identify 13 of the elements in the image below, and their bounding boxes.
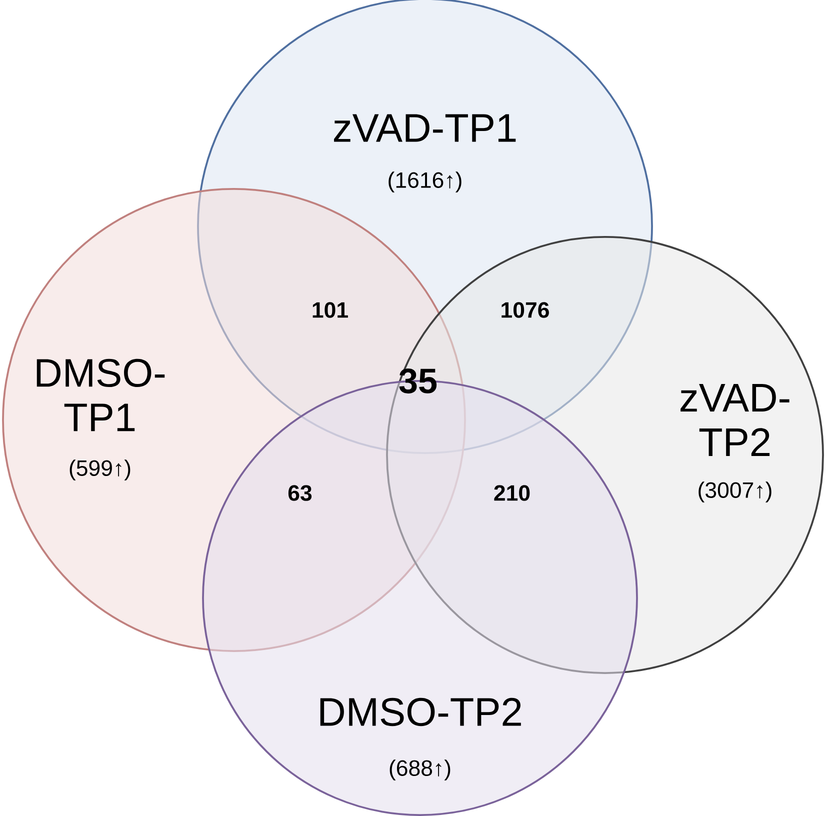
venn-circle bbox=[386, 236, 824, 674]
overlap-count: 63 bbox=[288, 485, 312, 501]
overlap-count: 210 bbox=[494, 485, 530, 501]
set-count: (599↑) bbox=[70, 460, 130, 480]
overlap-count: 101 bbox=[312, 302, 348, 318]
set-name: DMSO- TP1 bbox=[36, 358, 165, 432]
overlap-count: 1076 bbox=[502, 302, 549, 318]
set-name: zVAD-TP1 bbox=[334, 114, 516, 142]
set-count: (688↑) bbox=[390, 760, 450, 780]
set-name: DMSO-TP2 bbox=[320, 698, 521, 726]
set-name: zVAD- TP2 bbox=[680, 384, 790, 456]
set-count: (1616↑) bbox=[388, 172, 462, 192]
set-count: (3007↑) bbox=[698, 482, 772, 502]
